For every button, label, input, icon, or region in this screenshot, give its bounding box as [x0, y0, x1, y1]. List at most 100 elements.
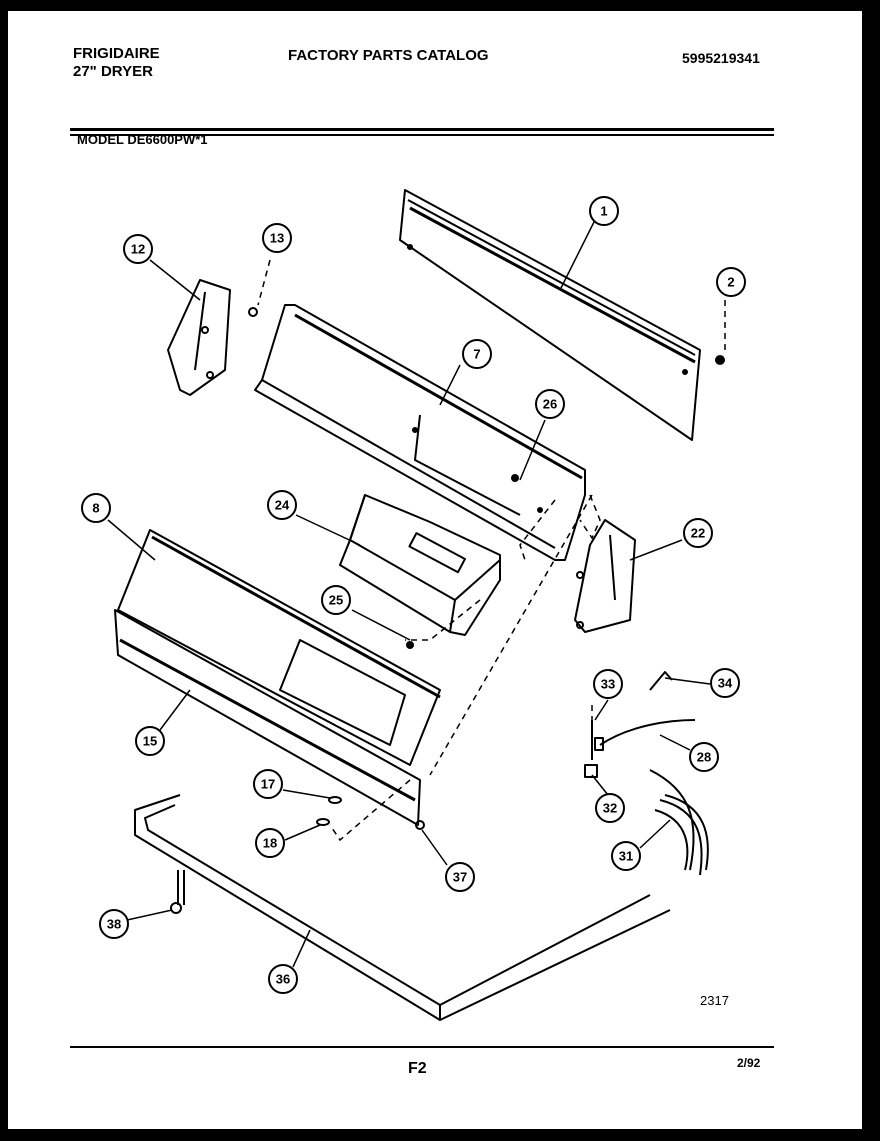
callout-24: 24 [267, 490, 297, 520]
leader-31 [639, 819, 671, 849]
leader-1 [559, 221, 595, 291]
part-22-right-bracket [574, 519, 636, 633]
callout-1: 1 [589, 196, 619, 226]
callout-number: 17 [261, 777, 275, 792]
callout-circle [593, 669, 623, 699]
catalog-number: 5995219341 [682, 50, 760, 66]
header-rule-bottom [70, 134, 774, 136]
callout-7: 7 [462, 339, 492, 369]
leader-7 [439, 364, 461, 406]
callout-number: 8 [92, 501, 99, 516]
part-36-top-frame [134, 794, 671, 1021]
assembly-line-26 [519, 499, 556, 561]
part-15-lower-trim [114, 609, 421, 826]
leader-15 [159, 689, 191, 731]
callout-number: 22 [691, 526, 705, 541]
callout-circle [123, 234, 153, 264]
callout-circle [683, 518, 713, 548]
part-13-screw [248, 307, 258, 317]
leader-22 [629, 539, 683, 561]
callout-number: 34 [718, 676, 733, 691]
header-rule-top [70, 128, 774, 131]
callout-number: 13 [270, 231, 284, 246]
callout-28: 28 [689, 742, 719, 772]
callout-circle [255, 828, 285, 858]
leader-38 [126, 909, 173, 921]
leader-17 [282, 789, 331, 799]
assembly-line-18 [329, 779, 411, 842]
callout-number: 24 [275, 498, 290, 513]
leader-36 [292, 929, 311, 968]
leader-28 [659, 734, 691, 751]
callout-circle [689, 742, 719, 772]
brand-name: FRIGIDAIRE [73, 45, 160, 62]
callout-25: 25 [321, 585, 351, 615]
callout-17: 17 [253, 769, 283, 799]
callout-number: 32 [603, 801, 617, 816]
callout-number: 25 [329, 593, 343, 608]
callout-12: 12 [123, 234, 153, 264]
assembly-line-13 [257, 259, 271, 306]
callout-circle [535, 389, 565, 419]
callout-number: 2 [727, 275, 734, 290]
callout-circle [611, 841, 641, 871]
page-date: 2/92 [737, 1056, 761, 1070]
leader-12 [149, 259, 201, 301]
callout-33: 33 [593, 669, 623, 699]
leader-8 [107, 519, 156, 561]
page-code: F2 [408, 1060, 427, 1077]
part-8-panel-face [117, 529, 441, 766]
callout-18: 18 [255, 828, 285, 858]
leader-18 [284, 824, 321, 841]
leader-34 [664, 677, 711, 685]
part-25-screw [406, 641, 414, 649]
callout-number: 28 [697, 750, 711, 765]
callout-number: 37 [453, 870, 467, 885]
callout-34: 34 [710, 668, 740, 698]
callout-13: 13 [262, 223, 292, 253]
footer-rule [70, 1046, 774, 1048]
callout-circle [445, 862, 475, 892]
callout-38: 38 [99, 909, 129, 939]
callout-circle [710, 668, 740, 698]
callout-circle [716, 267, 746, 297]
assembly-line-25 [405, 599, 481, 641]
callout-32: 32 [595, 793, 625, 823]
part-12-left-bracket [167, 279, 231, 396]
callout-26: 26 [535, 389, 565, 419]
callout-circle [81, 493, 111, 523]
callout-number: 31 [619, 849, 633, 864]
callout-circle [321, 585, 351, 615]
callout-circle [262, 223, 292, 253]
callout-37: 37 [445, 862, 475, 892]
part-37-clip [415, 820, 425, 830]
model-label: MODEL DE6600PW*1 [77, 132, 208, 147]
catalog-title: FACTORY PARTS CATALOG [288, 47, 489, 64]
product-type: 27" DRYER [73, 63, 153, 80]
callout-number: 26 [543, 397, 557, 412]
callout-36: 36 [268, 964, 298, 994]
callout-22: 22 [683, 518, 713, 548]
callout-circle [462, 339, 492, 369]
callout-circle [589, 196, 619, 226]
callout-circle [135, 726, 165, 756]
part-7-control-frame [254, 304, 586, 561]
callout-circle [268, 964, 298, 994]
callout-number: 36 [276, 972, 290, 987]
leader-26 [519, 419, 546, 481]
leader-33 [594, 699, 609, 721]
callout-31: 31 [611, 841, 641, 871]
part-24-control-board [339, 494, 501, 636]
part-18-screw [316, 818, 330, 826]
assembly-line-22 [579, 494, 601, 540]
part-38-fastener [170, 870, 185, 914]
callout-circle [267, 490, 297, 520]
part-17-screw [328, 796, 342, 804]
callout-number: 33 [601, 677, 615, 692]
leader-32 [591, 774, 609, 796]
callout-number: 7 [473, 347, 480, 362]
part-26-screw [511, 474, 519, 482]
part-2-screw [715, 355, 725, 365]
